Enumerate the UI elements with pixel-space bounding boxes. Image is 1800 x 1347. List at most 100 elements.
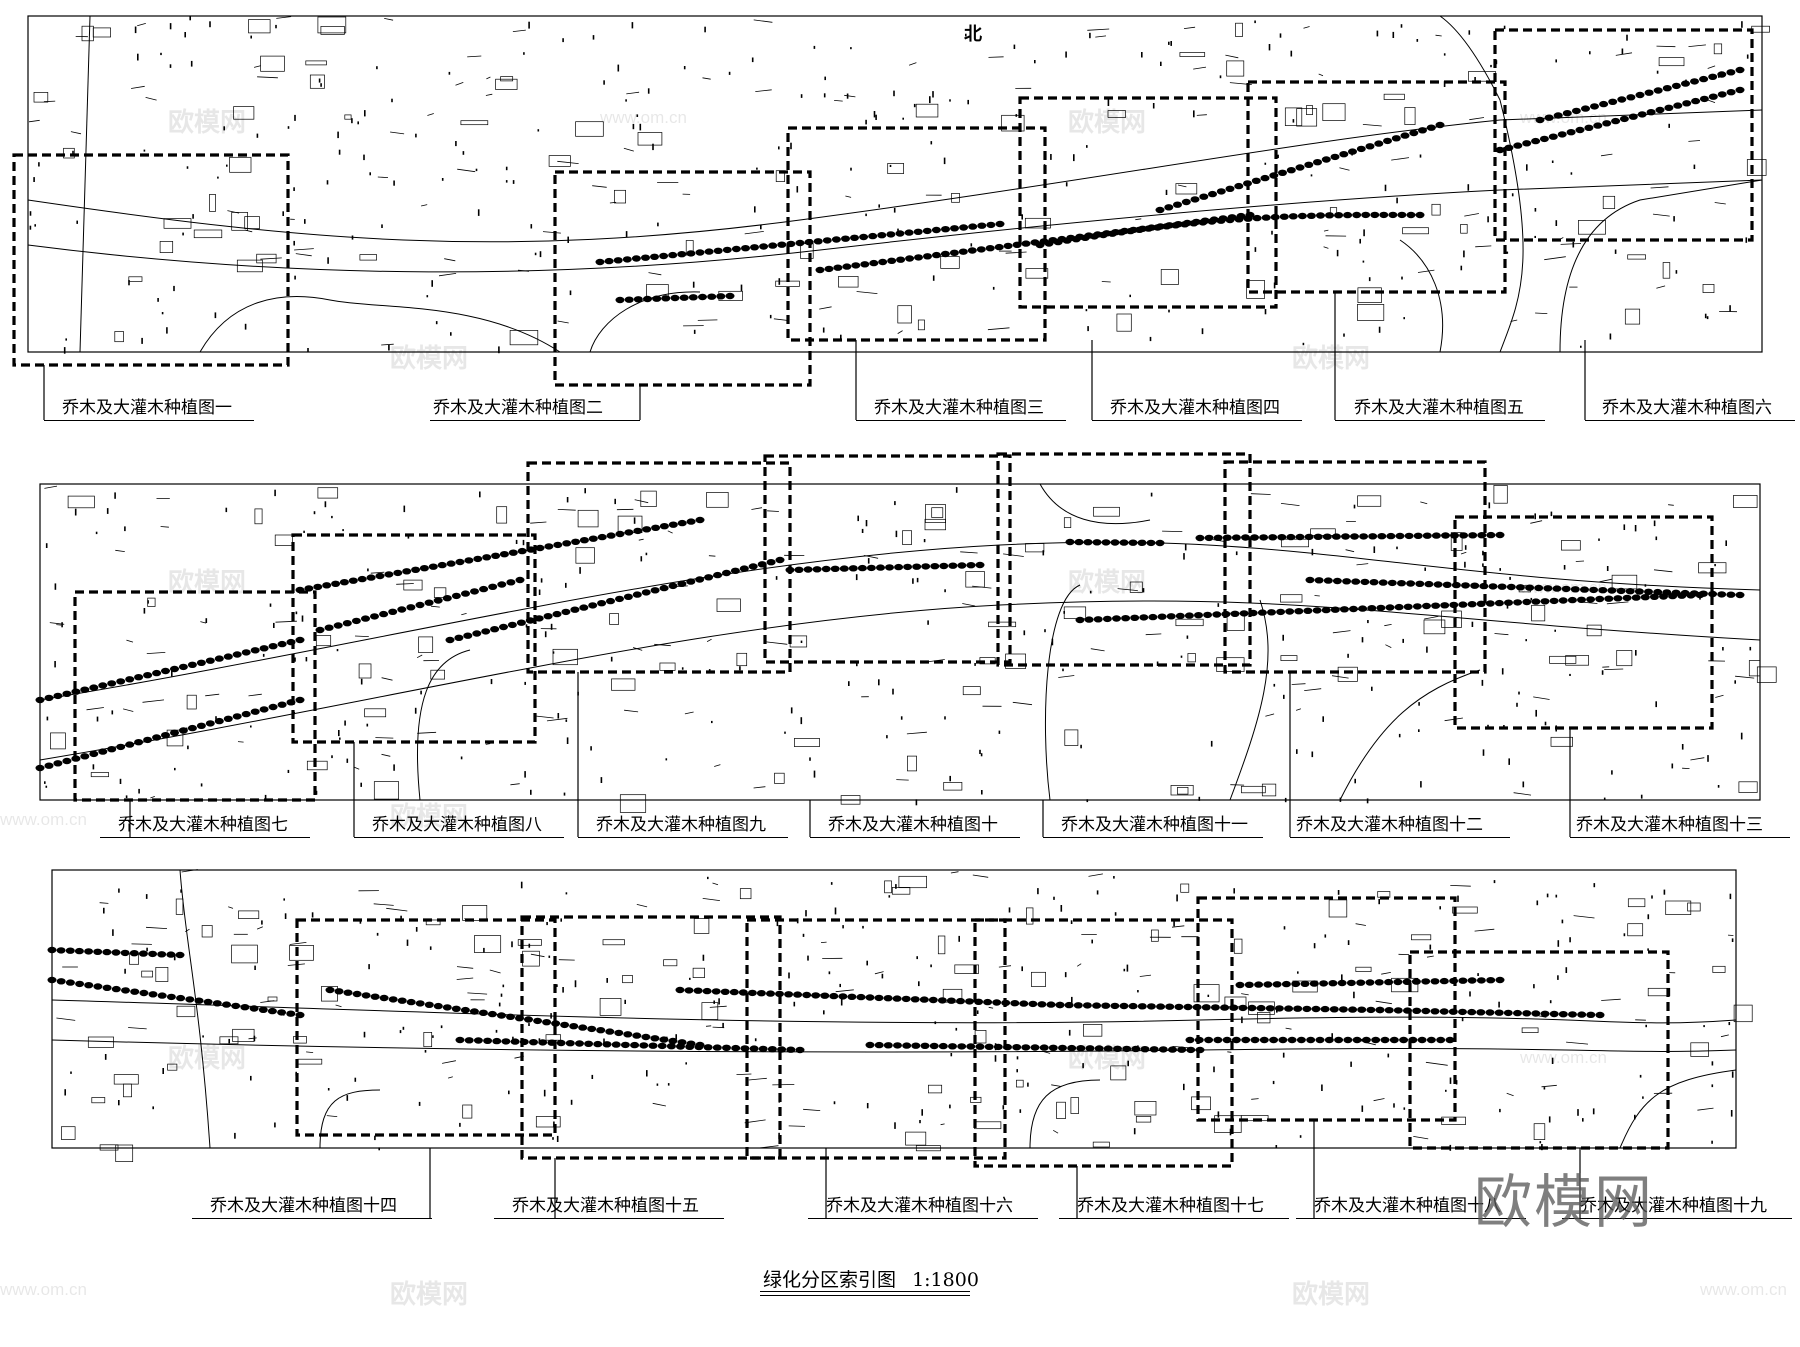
- site-mark: [1457, 895, 1459, 902]
- label-plan-9[interactable]: 乔木及大灌木种植图九: [596, 815, 766, 834]
- label-plan-14[interactable]: 乔木及大灌木种植图十四: [210, 1196, 397, 1215]
- tree-symbol: [542, 1019, 552, 1026]
- site-mark: [974, 663, 976, 666]
- site-line: [1265, 713, 1275, 717]
- site-mark: [226, 164, 228, 167]
- label-plan-16[interactable]: 乔木及大灌木种植图十六: [826, 1196, 1013, 1215]
- label-plan-13[interactable]: 乔木及大灌木种植图十三: [1576, 815, 1763, 834]
- tree-symbol: [1157, 613, 1167, 620]
- site-mark: [1137, 1045, 1139, 1048]
- tree-symbol: [1341, 533, 1350, 540]
- site-mark: [1051, 638, 1054, 646]
- site-mark: [1091, 939, 1093, 944]
- label-plan-19[interactable]: 乔木及大灌木种植图十九: [1580, 1196, 1767, 1215]
- site-mark: [1282, 1052, 1285, 1058]
- tree-symbol: [1361, 1036, 1371, 1044]
- tree-symbol: [725, 292, 735, 300]
- site-mark: [182, 232, 184, 236]
- site-line: [950, 871, 959, 874]
- site-line: [1193, 66, 1207, 70]
- building-outline: [430, 669, 445, 680]
- site-mark: [1577, 1109, 1579, 1116]
- site-mark: [846, 93, 849, 99]
- site-mark: [751, 57, 754, 63]
- site-mark: [432, 1035, 434, 1038]
- label-plan-7[interactable]: 乔木及大灌木种植图七: [118, 815, 288, 834]
- label-plan-12[interactable]: 乔木及大灌木种植图十二: [1296, 815, 1483, 834]
- site-line: [1314, 595, 1320, 597]
- site-mark: [1493, 880, 1496, 884]
- site-mark: [888, 895, 891, 898]
- tree-symbol: [887, 257, 897, 264]
- tree-symbol: [1424, 580, 1434, 588]
- site-mark: [1487, 216, 1489, 223]
- site-mark: [1589, 51, 1591, 55]
- label-plan-18[interactable]: 乔木及大灌木种植图十八: [1314, 1196, 1501, 1215]
- label-plan-6[interactable]: 乔木及大灌木种植图六: [1602, 398, 1772, 417]
- tree-symbol: [1276, 608, 1286, 616]
- tree-symbol: [1198, 219, 1208, 226]
- tree-symbol: [707, 293, 717, 300]
- tree-symbol: [35, 696, 45, 704]
- label-plan-3[interactable]: 乔木及大灌木种植图三: [874, 398, 1044, 417]
- site-mark: [1592, 1108, 1595, 1115]
- tree-symbol: [1522, 1010, 1532, 1017]
- site-mark: [174, 767, 176, 771]
- building-outline: [1431, 203, 1441, 216]
- site-mark: [72, 150, 74, 154]
- site-mark: [802, 933, 805, 937]
- site-mark: [1037, 888, 1039, 895]
- tree-symbol: [1593, 122, 1603, 129]
- building-outline: [943, 782, 963, 791]
- tree-symbol: [1337, 979, 1347, 987]
- label-plan-1[interactable]: 乔木及大灌木种植图一: [62, 398, 232, 417]
- zone-boundary: [763, 454, 1012, 664]
- tree-symbol: [98, 748, 108, 755]
- site-mark: [402, 1026, 405, 1030]
- site-line: [1304, 688, 1322, 691]
- label-plan-10[interactable]: 乔木及大灌木种植图十: [828, 815, 998, 834]
- site-mark: [537, 129, 540, 132]
- label-plan-2[interactable]: 乔木及大灌木种植图二: [433, 398, 603, 417]
- tree-symbol: [1485, 1009, 1495, 1016]
- tree-symbol: [1121, 615, 1131, 622]
- site-mark: [566, 737, 569, 744]
- building-outline: [1107, 110, 1126, 118]
- site-mark: [692, 281, 695, 288]
- building-outline: [1024, 217, 1051, 229]
- building-outline: [1284, 107, 1303, 126]
- tree-symbol: [1055, 1001, 1065, 1009]
- label-plan-11[interactable]: 乔木及大灌木种植图十一: [1061, 815, 1248, 834]
- label-plan-4[interactable]: 乔木及大灌木种植图四: [1110, 398, 1280, 417]
- site-mark: [894, 1122, 896, 1129]
- tree-symbol: [630, 1041, 640, 1049]
- site-mark: [250, 1075, 252, 1081]
- label-plan-5[interactable]: 乔木及大灌木种植图五: [1354, 398, 1524, 417]
- tree-symbol: [1075, 616, 1085, 624]
- site-line: [289, 942, 307, 945]
- tree-symbol: [633, 296, 643, 303]
- site-line: [1513, 792, 1532, 796]
- tree-symbol: [650, 587, 660, 594]
- label-plan-8[interactable]: 乔木及大灌木种植图八: [372, 815, 542, 834]
- site-line: [457, 168, 476, 173]
- tree-symbol: [1626, 94, 1636, 101]
- site-mark: [800, 640, 803, 643]
- tree-symbol: [455, 558, 465, 566]
- site-mark: [1550, 511, 1553, 517]
- site-mark: [919, 1120, 921, 1124]
- tree-symbol: [1267, 609, 1276, 616]
- site-mark: [1361, 1039, 1364, 1042]
- tree-symbol: [80, 686, 90, 693]
- label-plan-17[interactable]: 乔木及大灌木种植图十七: [1077, 1196, 1264, 1215]
- label-plan-15[interactable]: 乔木及大灌木种植图十五: [512, 1196, 699, 1215]
- site-mark: [74, 508, 77, 516]
- tree-symbol: [1334, 1036, 1344, 1044]
- building-outline: [1177, 787, 1189, 795]
- site-line: [972, 874, 989, 878]
- site-mark: [932, 91, 934, 98]
- tree-symbol: [1035, 241, 1045, 249]
- site-mark: [790, 707, 793, 714]
- site-mark: [440, 1025, 443, 1029]
- site-mark: [617, 64, 620, 72]
